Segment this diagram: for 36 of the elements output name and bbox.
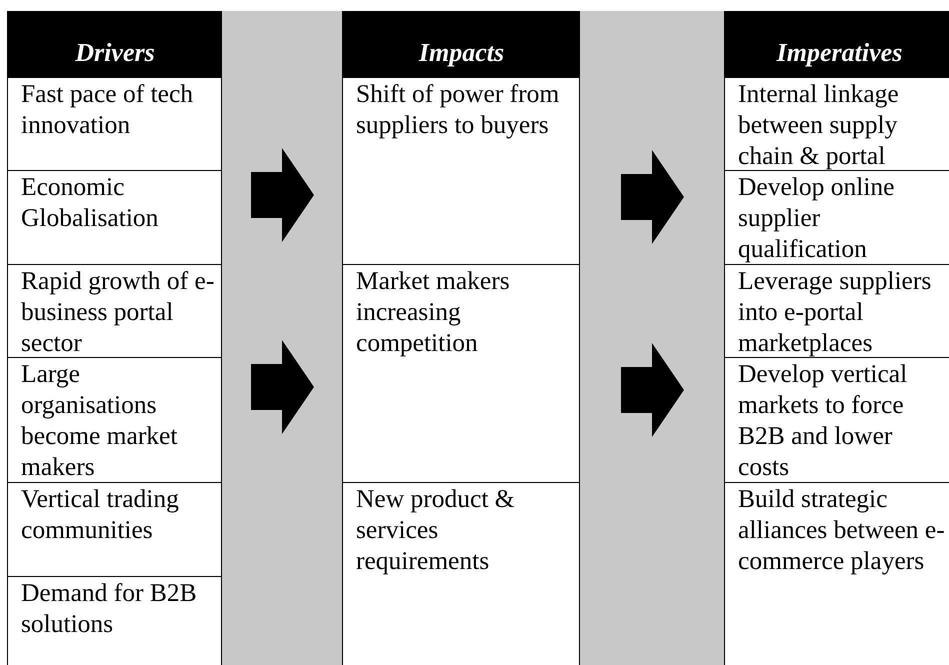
table-cell <box>7 78 222 171</box>
block-arrow <box>251 340 314 434</box>
column-header <box>7 11 222 78</box>
column-header <box>342 11 580 78</box>
cell-text: Market makers increasing competition <box>356 266 510 357</box>
cell-text: Economic Globalisation <box>21 172 158 232</box>
cell-text: Rapid growth of e-business portal sector <box>21 266 214 357</box>
table-cell <box>342 265 580 483</box>
cell-text: Demand for B2B solutions <box>21 578 197 638</box>
column-header <box>724 11 949 78</box>
table-cell <box>7 483 222 577</box>
cell-text: Leverage suppliers into e-portal marketplaces <box>738 266 932 357</box>
cell-text: Large organisations become market makers <box>21 359 178 481</box>
column-heading: Imperatives <box>776 38 902 68</box>
cell-text: Develop vertical markets to force B2B and lower costs <box>738 359 908 481</box>
cell-text: New product & services requirements <box>356 484 515 575</box>
table-cell <box>724 78 949 171</box>
cell-text: Develop online supplier qualification <box>738 172 894 263</box>
cell-text: Fast pace of tech innovation <box>21 79 194 139</box>
table-cell <box>342 483 580 665</box>
table-cell <box>724 265 949 358</box>
table-cell <box>342 78 580 265</box>
block-arrow <box>621 150 684 244</box>
table-cell <box>7 577 222 665</box>
cell-text: Build strategic alliances between e-commerce players <box>738 484 945 575</box>
cell-text: Shift of power from suppliers to buyers <box>356 79 560 139</box>
column-heading: Drivers <box>75 38 155 68</box>
block-arrow <box>621 343 684 437</box>
cell-text: Internal linkage between supply chain & portal <box>738 79 899 170</box>
table-cell <box>7 171 222 265</box>
column-heading: Impacts <box>418 38 504 68</box>
table-cell <box>7 358 222 483</box>
table-cell <box>724 358 949 483</box>
table-cell <box>724 171 949 265</box>
block-arrow <box>251 148 314 242</box>
cell-text: Vertical trading communities <box>21 484 179 544</box>
